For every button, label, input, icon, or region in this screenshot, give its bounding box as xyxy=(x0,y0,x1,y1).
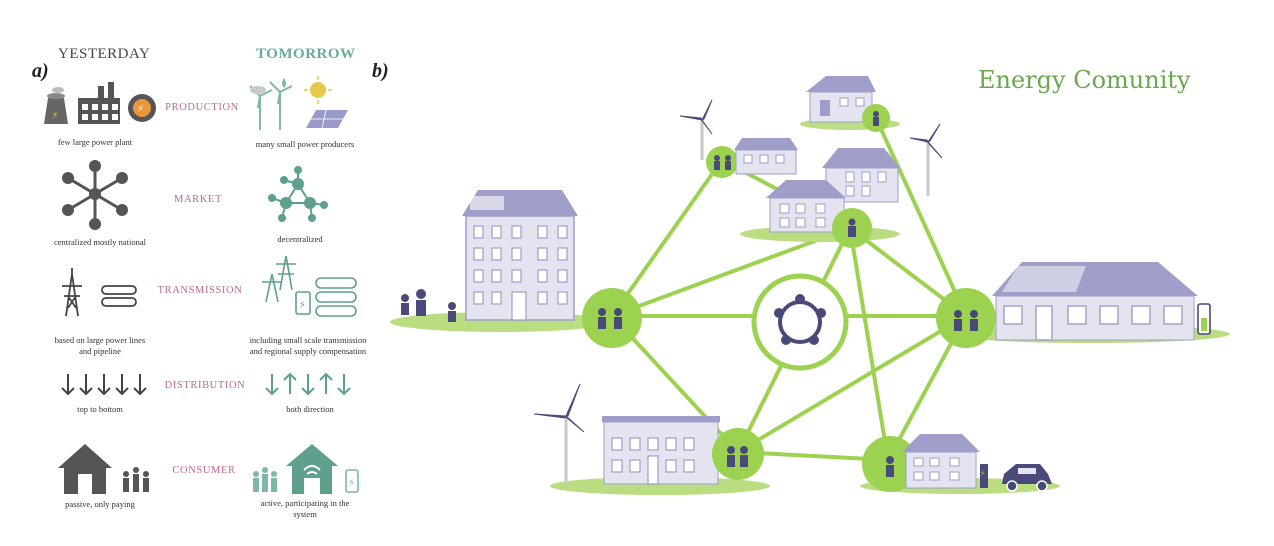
svg-text:⚡: ⚡ xyxy=(980,469,986,478)
caption-line: based on large power lines xyxy=(54,335,146,345)
panel-a-label: a) xyxy=(32,60,49,82)
caption-market-yesterday: centralized mostly national xyxy=(53,237,147,247)
caption-distribution-tomorrow: both direction xyxy=(286,404,334,414)
category-transmission: TRANSMISSION xyxy=(157,285,243,296)
category-market: MARKET xyxy=(174,194,222,205)
caption-consumer-yesterday: passive, only paying xyxy=(65,499,135,509)
electric-car-icon xyxy=(1002,464,1052,492)
house-family-icon xyxy=(58,444,149,494)
house-middle-front xyxy=(766,180,846,233)
caption-line: system xyxy=(293,509,317,519)
house-top xyxy=(806,76,876,123)
panel-a-icons: ⚡ ⚡ xyxy=(44,76,359,494)
pylon-pipeline-icon xyxy=(62,268,137,317)
yesterday-heading: YESTERDAY xyxy=(58,46,151,62)
house-middle-back xyxy=(822,148,900,203)
node-apartment xyxy=(582,288,642,348)
svg-text:⚡: ⚡ xyxy=(348,478,355,489)
node-right xyxy=(936,288,996,348)
centralized-network-icon xyxy=(62,160,128,230)
caption-line: including small scale transmission xyxy=(249,335,367,345)
decentralized-network-icon xyxy=(268,166,328,222)
svg-text:⚡: ⚡ xyxy=(137,104,144,115)
caption-transmission-yesterday: based on large power lines and pipeline xyxy=(30,335,170,357)
small-pylons-battery-pipes-icon: ⚡ xyxy=(262,255,357,317)
svg-text:⚡: ⚡ xyxy=(299,300,306,311)
node-top xyxy=(862,104,890,132)
caption-production-tomorrow: many small power producers xyxy=(255,139,355,149)
caption-market-tomorrow: decentralized xyxy=(277,234,323,244)
caption-production-yesterday: few large power plant xyxy=(57,137,133,147)
long-house xyxy=(992,262,1198,341)
gear-icon: ⚡ xyxy=(128,94,156,122)
battery-icon xyxy=(1197,303,1211,335)
wind-turbine-icon xyxy=(909,123,943,196)
house-bottom-right xyxy=(902,434,980,489)
ev-charger-icon: ⚡ xyxy=(980,464,988,488)
power-plant-icon: ⚡ xyxy=(44,87,68,124)
wind-solar-icon xyxy=(249,76,348,130)
office-building xyxy=(602,416,720,485)
wind-turbine-icon xyxy=(533,383,585,484)
category-consumer: CONSUMER xyxy=(172,465,236,476)
caption-line: active, participating in the xyxy=(260,498,350,508)
apartment-building xyxy=(401,190,578,322)
node-top-left xyxy=(706,146,738,178)
tomorrow-heading: TOMORROW xyxy=(256,46,356,62)
node-bottom-left xyxy=(712,428,764,480)
caption-consumer-tomorrow: active, participating in the system xyxy=(240,498,370,520)
panel-b-label: b) xyxy=(372,60,389,82)
community-people-circle-icon xyxy=(751,273,849,371)
category-distribution: DISTRIBUTION xyxy=(164,380,246,391)
caption-line: and regional supply compensation xyxy=(249,346,367,356)
energy-community-title: Energy Comunity xyxy=(978,66,1191,94)
caption-distribution-yesterday: top to bottom xyxy=(77,404,123,414)
node-middle xyxy=(832,208,872,248)
svg-text:⚡: ⚡ xyxy=(52,111,58,121)
caption-line: and pipeline xyxy=(79,346,121,356)
house-top-small xyxy=(734,138,798,175)
wind-turbine-icon xyxy=(679,99,713,160)
smart-house-family-battery-icon: ⚡ xyxy=(253,444,359,494)
bidirectional-arrows-icon xyxy=(265,372,351,396)
down-arrows-icon xyxy=(61,374,147,396)
caption-transmission-tomorrow: including small scale transmission and r… xyxy=(238,335,378,357)
category-production: PRODUCTION xyxy=(165,102,239,113)
factory-icon xyxy=(78,82,120,124)
